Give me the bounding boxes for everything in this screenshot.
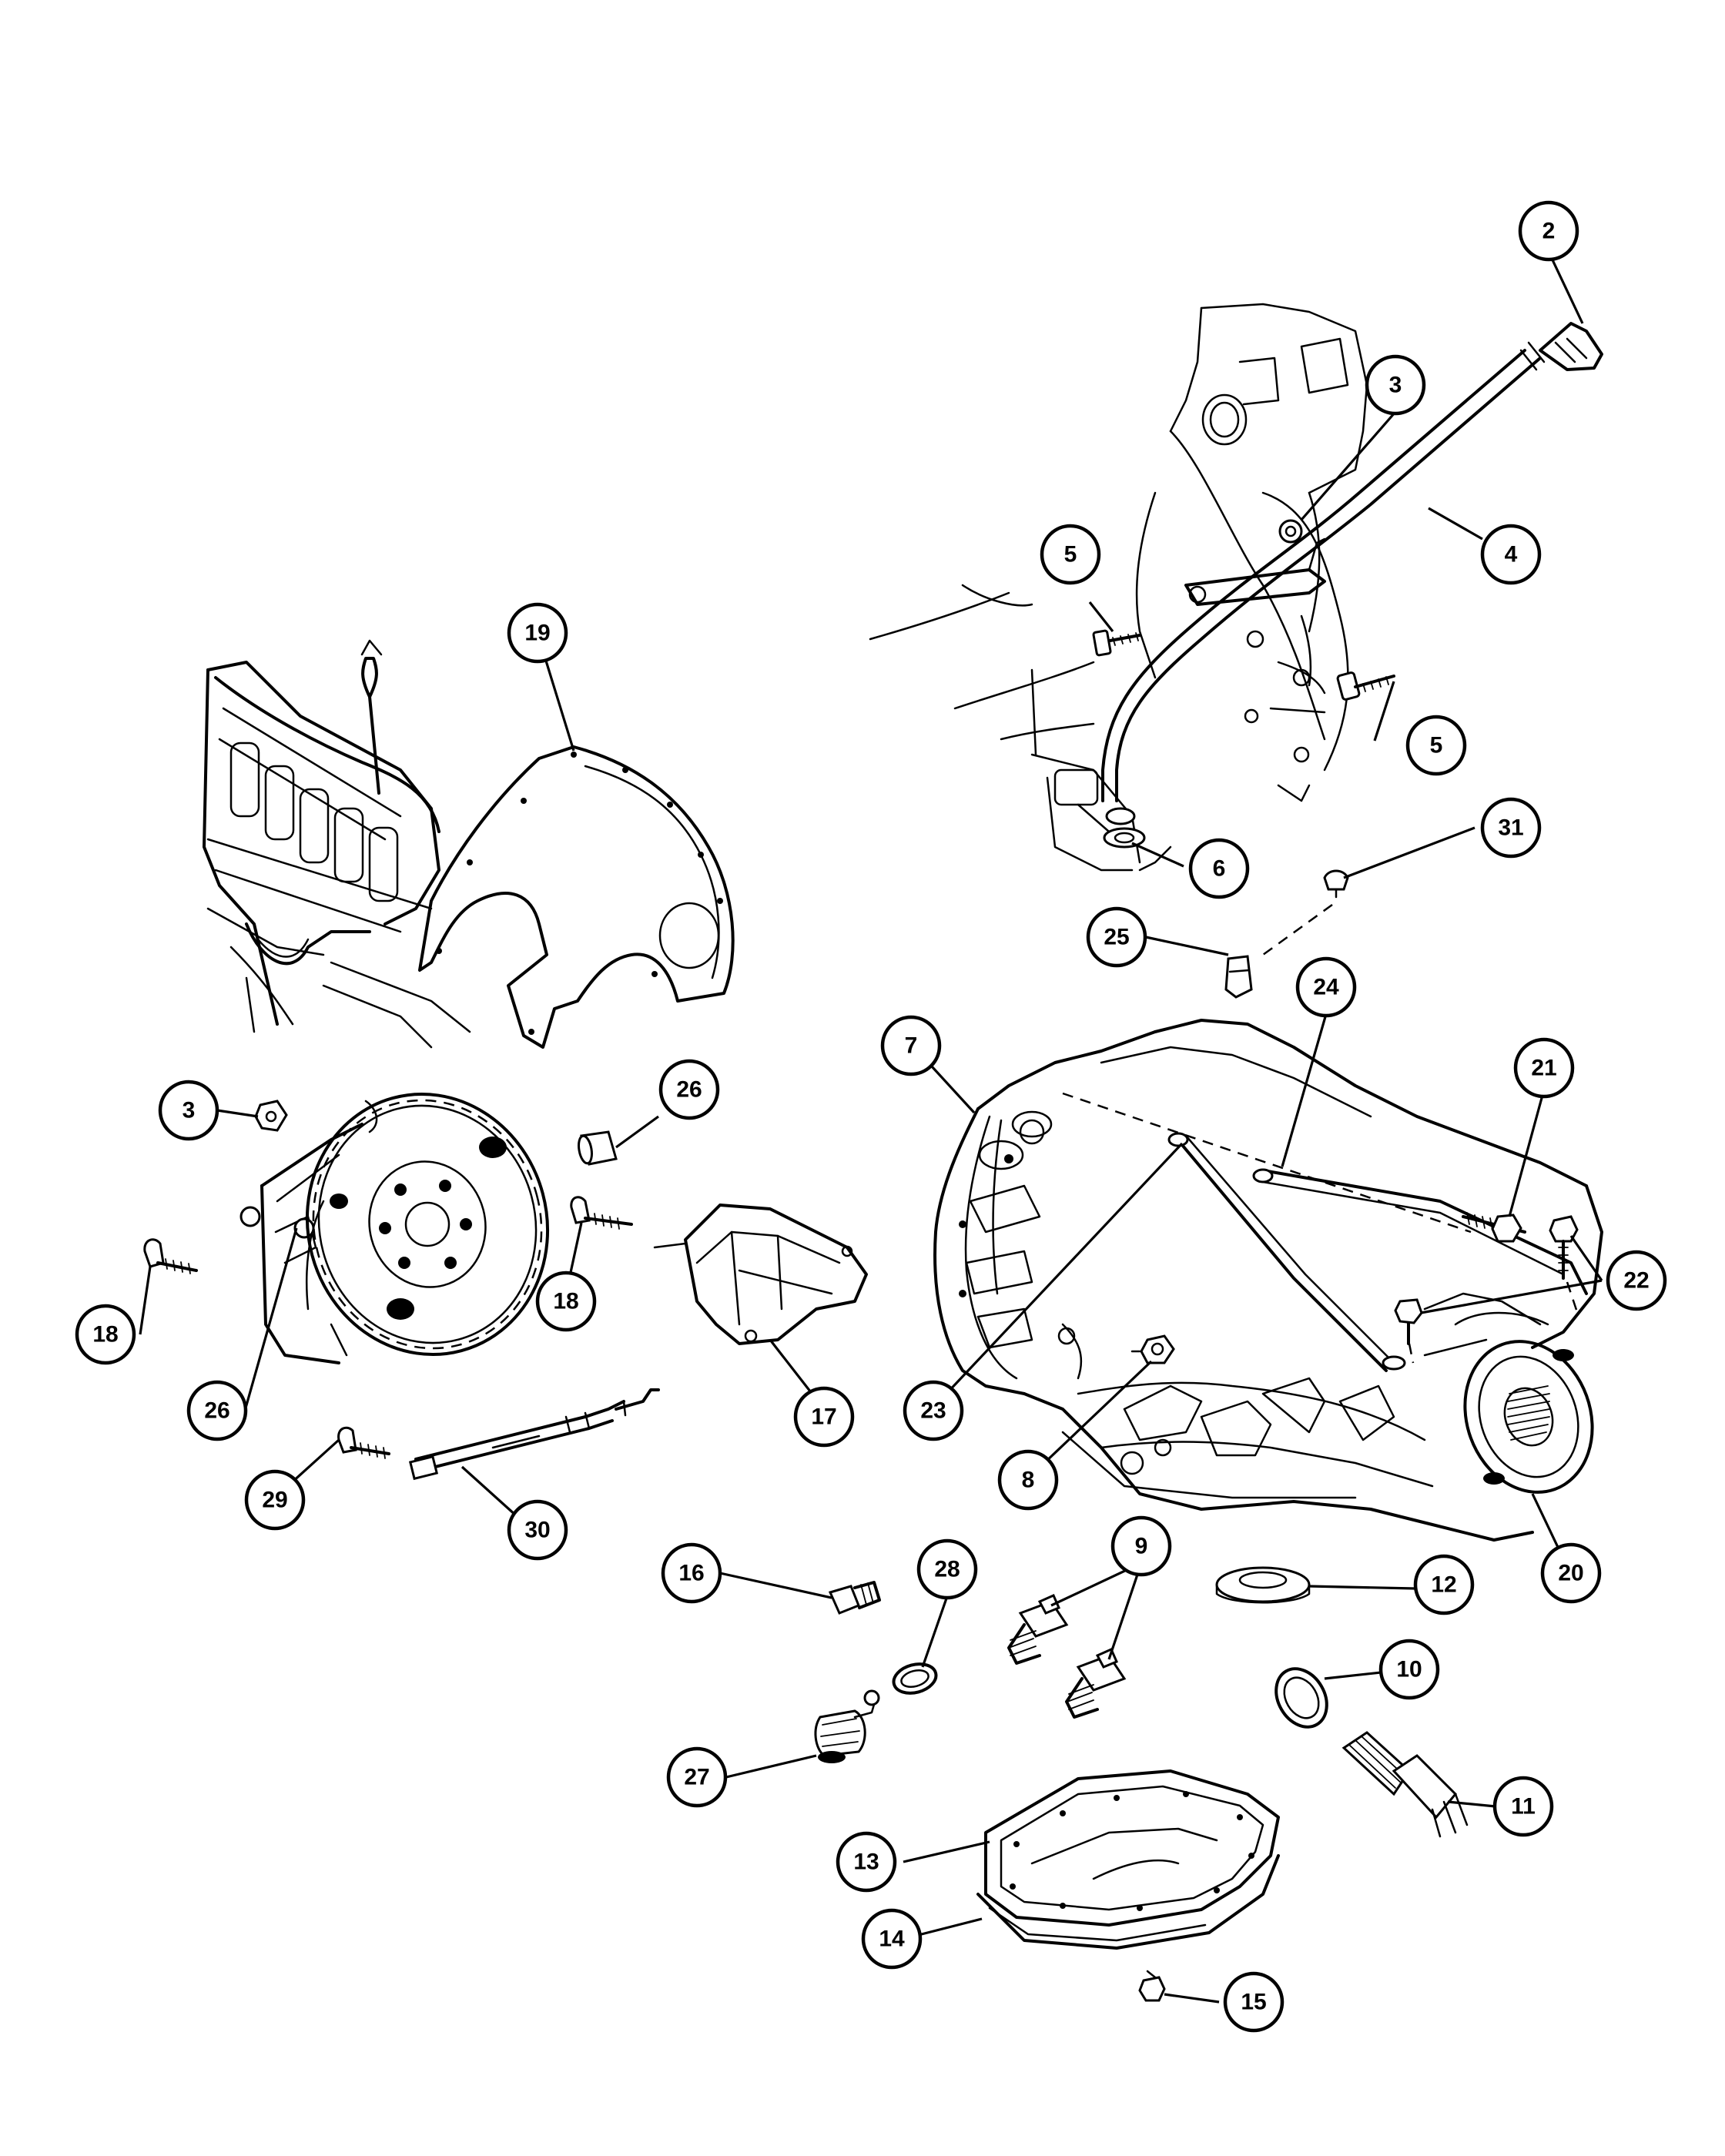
callout-label: 29: [262, 1488, 287, 1513]
inspection-cover-illustration: [418, 745, 735, 1049]
callout-label: 23: [920, 1398, 946, 1424]
bracket-illustration: [653, 1204, 868, 1345]
callout-20: 20: [1540, 1542, 1602, 1604]
callout-label: 3: [1389, 373, 1402, 398]
callout-22: 22: [1606, 1250, 1667, 1311]
callout-label: 8: [1022, 1468, 1035, 1493]
callout-label: 18: [553, 1289, 578, 1314]
callout-13: 13: [836, 1831, 897, 1893]
callout-label: 6: [1213, 856, 1226, 882]
callout-23: 23: [903, 1380, 964, 1441]
flex-plate-illustration: [143, 1092, 633, 1364]
callout-3: 3: [1365, 354, 1426, 416]
callout-6: 6: [1188, 838, 1250, 899]
callout-label: 3: [183, 1098, 196, 1123]
callout-label: 31: [1498, 815, 1523, 841]
callout-label: 4: [1505, 542, 1518, 567]
callout-label: 18: [92, 1322, 118, 1348]
leader-lines: [139, 251, 1603, 2004]
callout-label: 2: [1542, 219, 1556, 244]
callout-label: 19: [524, 621, 550, 646]
callout-15: 15: [1223, 1971, 1285, 2033]
callout-4: 4: [1480, 524, 1542, 585]
callout-9: 9: [1110, 1515, 1172, 1577]
dipstick-tube-assembly-illustration: [869, 303, 1603, 872]
callout-label: 9: [1135, 1534, 1148, 1559]
callout-30: 30: [507, 1499, 568, 1561]
callout-label: 21: [1531, 1056, 1556, 1081]
callout-label: 17: [811, 1404, 836, 1430]
vent-fitting-illustration: [1224, 869, 1349, 999]
engine-block-illustration: [203, 639, 471, 1049]
callout-25: 25: [1086, 906, 1147, 968]
callout-label: 26: [204, 1398, 229, 1424]
callout-label: 27: [684, 1765, 709, 1790]
callout-label: 5: [1430, 733, 1443, 758]
callout-31: 31: [1480, 797, 1542, 859]
callout-28: 28: [916, 1538, 978, 1600]
callout-24: 24: [1295, 956, 1357, 1018]
callout-3: 3: [158, 1080, 219, 1141]
callout-26: 26: [186, 1380, 248, 1441]
callout-18: 18: [535, 1270, 597, 1332]
callout-16: 16: [661, 1542, 722, 1604]
callout-26: 26: [658, 1059, 720, 1120]
callout-14: 14: [861, 1908, 923, 1970]
callout-5: 5: [1040, 524, 1101, 585]
callout-18: 18: [75, 1304, 136, 1365]
callout-5: 5: [1405, 715, 1467, 776]
callout-label: 25: [1104, 925, 1129, 950]
callout-label: 20: [1558, 1561, 1583, 1586]
callout-label: 28: [934, 1557, 960, 1582]
callout-label: 16: [678, 1561, 704, 1586]
callout-label: 24: [1313, 975, 1339, 1000]
callout-label: 5: [1064, 542, 1077, 567]
callout-label: 11: [1511, 1794, 1536, 1820]
callout-2: 2: [1518, 200, 1579, 262]
callout-29: 29: [244, 1469, 306, 1531]
callout-21: 21: [1513, 1037, 1575, 1099]
callout-17: 17: [793, 1386, 855, 1448]
callout-7: 7: [880, 1015, 942, 1076]
callout-11: 11: [1492, 1776, 1554, 1837]
callout-12: 12: [1413, 1554, 1475, 1615]
callout-label: 10: [1396, 1657, 1422, 1682]
small-parts-illustration: [337, 1388, 1469, 2002]
callout-label: 12: [1431, 1572, 1456, 1598]
callout-label: 13: [853, 1850, 879, 1875]
callout-label: 26: [676, 1077, 702, 1103]
callout-19: 19: [507, 602, 568, 664]
callout-label: 7: [905, 1033, 918, 1059]
callout-27: 27: [666, 1746, 728, 1808]
callout-10: 10: [1378, 1639, 1440, 1700]
callout-label: 15: [1241, 1990, 1266, 2015]
callout-label: 14: [879, 1927, 905, 1952]
callout-label: 22: [1623, 1268, 1649, 1294]
callout-8: 8: [997, 1449, 1059, 1511]
callout-label: 30: [524, 1518, 550, 1543]
